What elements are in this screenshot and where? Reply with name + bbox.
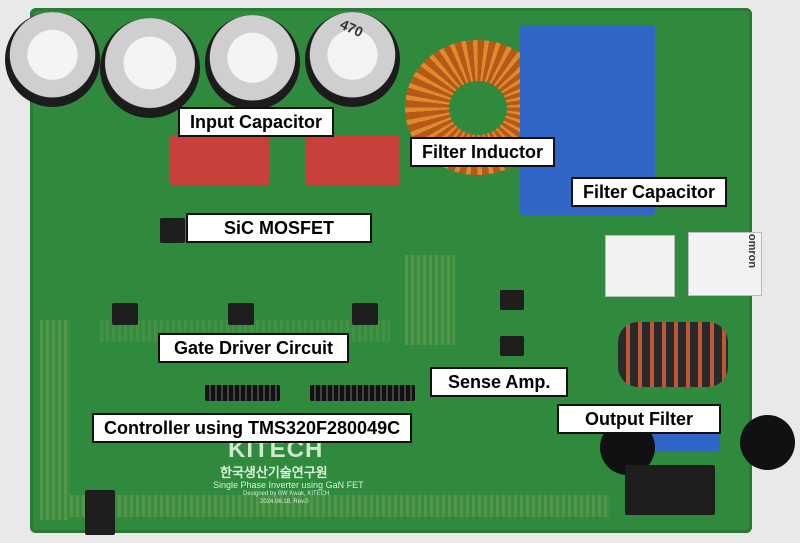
film-capacitor-left: [170, 135, 270, 185]
gate-driver-ic-2: [228, 303, 254, 325]
copper-pad-left: [40, 320, 70, 520]
relay-right: [688, 232, 762, 296]
output-connector-right: [740, 415, 795, 470]
sense-amp-ic-2: [500, 290, 524, 310]
label-filter-capacitor: Filter Capacitor: [571, 177, 728, 207]
board-date: 2024.06.18, Rev.0: [260, 499, 309, 505]
dc-connector: [85, 490, 115, 535]
output-filter-choke: [618, 322, 728, 387]
electrolytic-capacitor-4: [305, 12, 400, 107]
electrolytic-capacitor-3: [205, 15, 300, 110]
gate-driver-ic-1: [112, 303, 138, 325]
korean-org-name: 한국생산기술연구원: [220, 465, 328, 480]
controller-header: [310, 385, 415, 401]
mosfet-chip-1: [160, 218, 185, 243]
film-capacitor-right: [305, 135, 400, 185]
label-sic-mosfet: SiC MOSFET: [186, 213, 373, 243]
terminal-block: [625, 465, 715, 515]
relay-brand: omron: [746, 233, 759, 269]
board-title: Single Phase Inverter using GaN FET: [213, 480, 364, 490]
relay-left: [605, 235, 675, 297]
label-filter-inductor: Filter Inductor: [410, 137, 555, 167]
label-input-capacitor: Input Capacitor: [178, 107, 335, 137]
electrolytic-capacitor-1: [5, 12, 100, 107]
label-controller: Controller using TMS320F280049C: [92, 413, 413, 443]
label-output-filter: Output Filter: [557, 404, 721, 434]
sense-amp-ic: [500, 336, 524, 356]
copper-pad-bottom: [70, 495, 610, 517]
controller-header-2: [205, 385, 280, 401]
gate-driver-ic-3: [352, 303, 378, 325]
board-credit: Designed by BW Kwak, KITECH: [243, 491, 330, 497]
label-sense-amp: Sense Amp.: [430, 367, 569, 397]
electrolytic-capacitor-2: [100, 18, 200, 118]
label-gate-driver-circuit: Gate Driver Circuit: [158, 333, 350, 363]
output-filter-blue: [640, 430, 720, 452]
copper-pad-center: [405, 255, 455, 345]
